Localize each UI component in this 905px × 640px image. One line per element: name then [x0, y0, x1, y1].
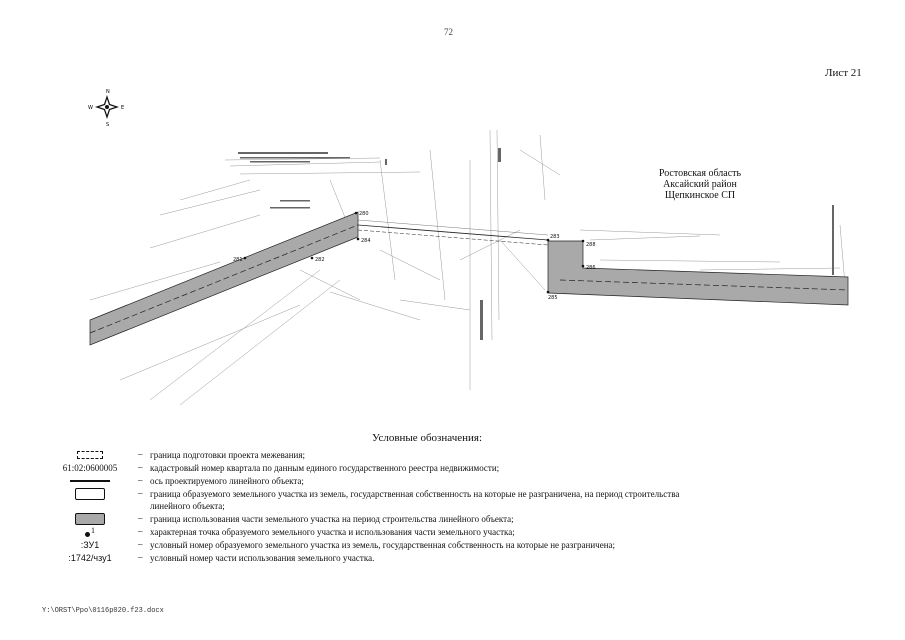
region-settlement: Щепкинское СП	[664, 190, 736, 201]
legend-symbol-rect	[40, 488, 140, 500]
point-labels: 280 281 282 283 284 285 286 288	[233, 211, 596, 301]
legend-text: граница образуемого земельного участка и…	[150, 488, 830, 512]
legend-dash: –	[138, 526, 143, 536]
region-district: Аксайский район	[663, 179, 737, 190]
point-label: 284	[361, 238, 371, 244]
legend-text: характерная точка образуемого земельного…	[150, 527, 515, 537]
construction-band-right	[547, 240, 849, 306]
background-text-marks	[238, 148, 834, 340]
legend-dash: –	[138, 552, 143, 562]
legend-symbol-point: 1	[40, 526, 140, 538]
compass-s: S	[106, 122, 109, 128]
point-label: 282	[315, 257, 325, 263]
construction-band-left	[89, 211, 359, 346]
point-label: 288	[586, 242, 596, 248]
legend-text: граница использования части земельного у…	[150, 514, 514, 524]
legend-item: – граница подготовки проекта межевания;	[40, 449, 860, 461]
legend-symbol-text: :1742/чзу1	[68, 553, 112, 563]
legend-item: – граница образуемого земельного участка…	[40, 488, 860, 512]
point-label: 281	[233, 257, 243, 263]
cadastral-map: N S E W	[88, 89, 849, 406]
legend-title: Условные обозначения:	[372, 432, 483, 444]
region-label: Ростовская область Аксайский район Щепки…	[640, 168, 760, 201]
footer-file-path: Y:\ORST\Ppo\0116p020.f23.docx	[42, 607, 164, 615]
legend-item: :ЗУ1 – условный номер образуемого земель…	[40, 539, 860, 551]
legend-text: граница подготовки проекта межевания;	[150, 450, 306, 460]
characteristic-points	[243, 211, 585, 294]
compass-rose-icon: N S E W	[88, 89, 124, 128]
legend-symbol-gray-rect	[40, 513, 140, 525]
background-linework	[89, 129, 846, 406]
legend-symbol-text: :ЗУ1	[80, 540, 100, 550]
region-oblast: Ростовская область	[658, 168, 742, 179]
legend-symbol-line	[40, 475, 140, 487]
compass-w: W	[88, 105, 93, 111]
legend-item: – ось проектируемого линейного объекта;	[40, 475, 860, 487]
legend-item: – граница использования части земельного…	[40, 513, 860, 525]
sheet-label: Лист 21	[825, 67, 862, 79]
point-label: 283	[550, 234, 560, 240]
legend-text-line1: граница образуемого земельного участка и…	[150, 489, 680, 499]
legend-item: :1742/чзу1 – условный номер части исполь…	[40, 552, 860, 564]
legend-item: 61:02:0600005 – кадастровый номер кварта…	[40, 462, 860, 474]
legend-text-line2: линейного объекта;	[150, 501, 225, 511]
legend-dash: –	[138, 449, 143, 459]
legend-text: условный номер образуемого земельного уч…	[150, 540, 616, 550]
road-axis	[357, 219, 549, 246]
compass-n: N	[106, 89, 110, 95]
legend-text: условный номер части использования земел…	[150, 553, 375, 563]
legend-dash: –	[138, 462, 143, 472]
page-number: 72	[444, 27, 453, 37]
legend-symbol-dashed-rect	[40, 449, 140, 461]
legend-item: 1 – характерная точка образуемого земель…	[40, 526, 860, 538]
legend-point-label: 1	[91, 526, 95, 535]
point-label: 280	[359, 211, 369, 217]
legend-text: ось проектируемого линейного объекта;	[150, 476, 304, 486]
legend-dash: –	[138, 539, 143, 549]
legend-symbol-text: 61:02:0600005	[62, 463, 118, 473]
legend-text: кадастровый номер квартала по данным еди…	[150, 463, 500, 473]
compass-e: E	[121, 105, 124, 111]
point-label: 285	[548, 295, 558, 301]
legend-dash: –	[138, 513, 143, 523]
legend-dash: –	[138, 488, 143, 498]
point-label: 286	[586, 265, 596, 271]
legend-dash: –	[138, 475, 143, 485]
